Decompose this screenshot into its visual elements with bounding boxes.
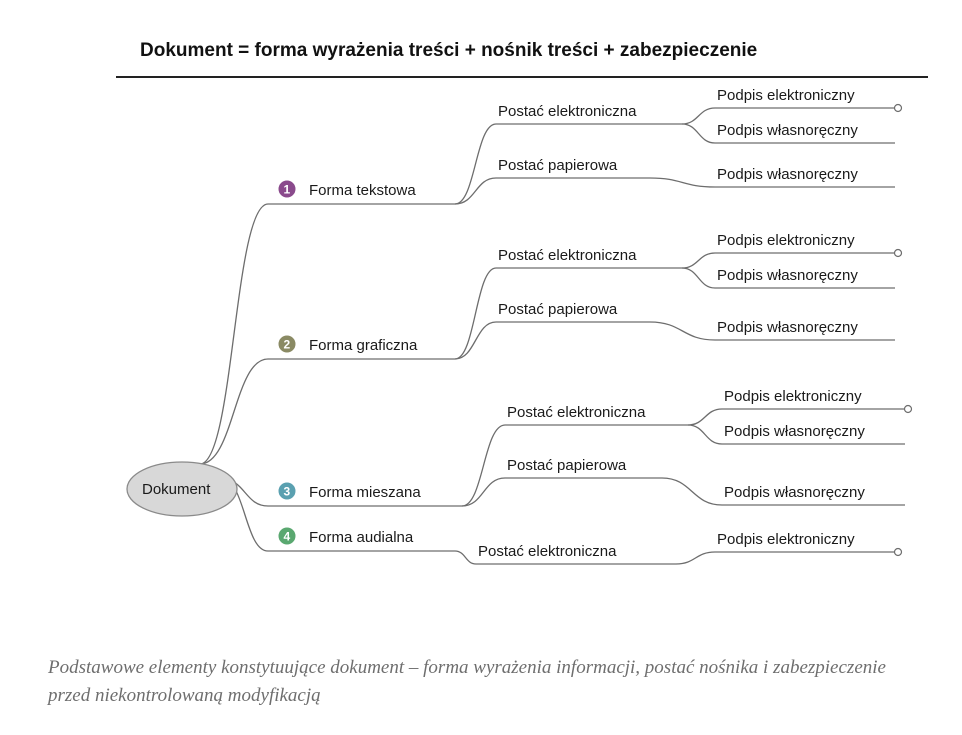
carrier-signature-connector <box>687 408 723 426</box>
form-label: Forma graficzna <box>309 337 418 354</box>
number-badge-label: 4 <box>284 530 291 544</box>
signature-label: Podpis własnoręczny <box>717 166 858 183</box>
form-carrier-connector <box>454 177 497 205</box>
carrier-signature-connector <box>681 267 716 289</box>
carrier-label: Postać elektroniczna <box>478 543 617 560</box>
carrier-signature-connector <box>681 123 716 144</box>
form-carrier-connector <box>454 321 497 360</box>
collapse-handle-icon <box>893 248 903 258</box>
collapse-handle-icon <box>893 547 903 557</box>
carrier-signature-connector <box>675 551 716 565</box>
form-carrier-connector <box>454 550 477 565</box>
form-carrier-connector <box>461 477 506 507</box>
signature-label: Podpis elektroniczny <box>717 87 855 104</box>
form-label: Forma tekstowa <box>309 182 416 199</box>
form-carrier-connector <box>454 267 497 360</box>
diagram-title: Dokument = forma wyrażenia treści + nośn… <box>140 40 758 61</box>
signature-label: Podpis własnoręczny <box>717 319 858 336</box>
root-form-connector <box>199 203 269 465</box>
signature-label: Podpis własnoręczny <box>717 122 858 139</box>
number-badge-label: 1 <box>284 183 291 197</box>
carrier-signature-connector <box>681 252 716 269</box>
number-badge-icon <box>277 526 297 546</box>
root-form-connector <box>199 358 269 465</box>
form-label: Forma audialna <box>309 529 414 546</box>
collapse-handle-icon <box>893 103 903 113</box>
carrier-label: Postać elektroniczna <box>498 103 637 120</box>
signature-label: Podpis własnoręczny <box>724 484 865 501</box>
carrier-label: Postać papierowa <box>507 457 627 474</box>
carrier-label: Postać papierowa <box>498 157 618 174</box>
collapse-handle-icon <box>903 404 913 414</box>
carrier-label: Postać elektroniczna <box>498 247 637 264</box>
figure-caption: Podstawowe elementy konstytuujące dokume… <box>48 657 886 706</box>
form-carrier-connector <box>454 123 497 205</box>
root-node-label: Dokument <box>142 481 211 498</box>
carrier-signature-connector <box>681 107 716 125</box>
carrier-label: Postać papierowa <box>498 301 618 318</box>
number-badge-icon <box>277 481 297 501</box>
number-badge-icon <box>277 334 297 354</box>
number-badge-label: 2 <box>284 338 291 352</box>
carrier-signature-connector <box>661 477 723 506</box>
signature-label: Podpis elektroniczny <box>724 388 862 405</box>
signature-label: Podpis elektroniczny <box>717 531 855 548</box>
carrier-signature-connector <box>687 424 723 445</box>
form-label: Forma mieszana <box>309 484 421 501</box>
title-underline <box>116 76 928 78</box>
number-badge-icon <box>277 179 297 199</box>
carrier-label: Postać elektroniczna <box>507 404 646 421</box>
carrier-signature-connector <box>649 321 716 341</box>
number-badge-label: 3 <box>284 485 291 499</box>
root-node <box>126 461 238 517</box>
carrier-signature-connector <box>649 177 716 188</box>
form-carrier-connector <box>461 424 506 507</box>
signature-label: Podpis własnoręczny <box>724 423 865 440</box>
signature-label: Podpis własnoręczny <box>717 267 858 284</box>
signature-label: Podpis elektroniczny <box>717 232 855 249</box>
